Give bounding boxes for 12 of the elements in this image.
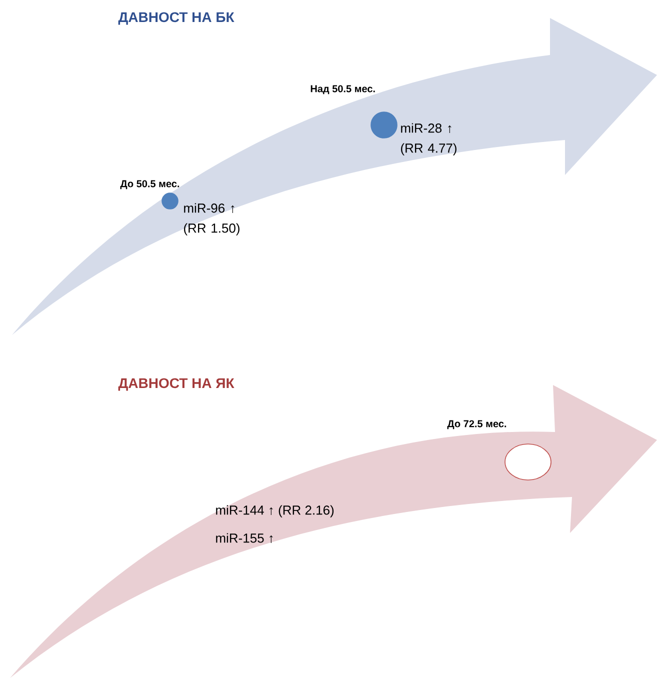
mirna-label: miR-96 ↑ (RR 1.50) bbox=[184, 203, 240, 236]
mirna-label: miR-144 ↑ (RR 2.16) bbox=[216, 505, 334, 518]
title: ДАВНОСТ НА ЯК bbox=[118, 378, 234, 391]
time-label: До 72.5 мес. bbox=[447, 420, 506, 430]
circle-marker bbox=[162, 192, 178, 210]
time-label: Над 50.5 мес. bbox=[310, 85, 375, 94]
time-label: До 50.5 мес. bbox=[120, 180, 180, 190]
mirna-label: miR-155 ↑ bbox=[216, 533, 273, 544]
title: ДАВНОСТ НА БК bbox=[118, 12, 234, 25]
circle-marker bbox=[504, 444, 552, 480]
mirna-label: miR-28 ↑ (RR 4.77) bbox=[401, 123, 456, 156]
circle-marker bbox=[370, 112, 398, 138]
